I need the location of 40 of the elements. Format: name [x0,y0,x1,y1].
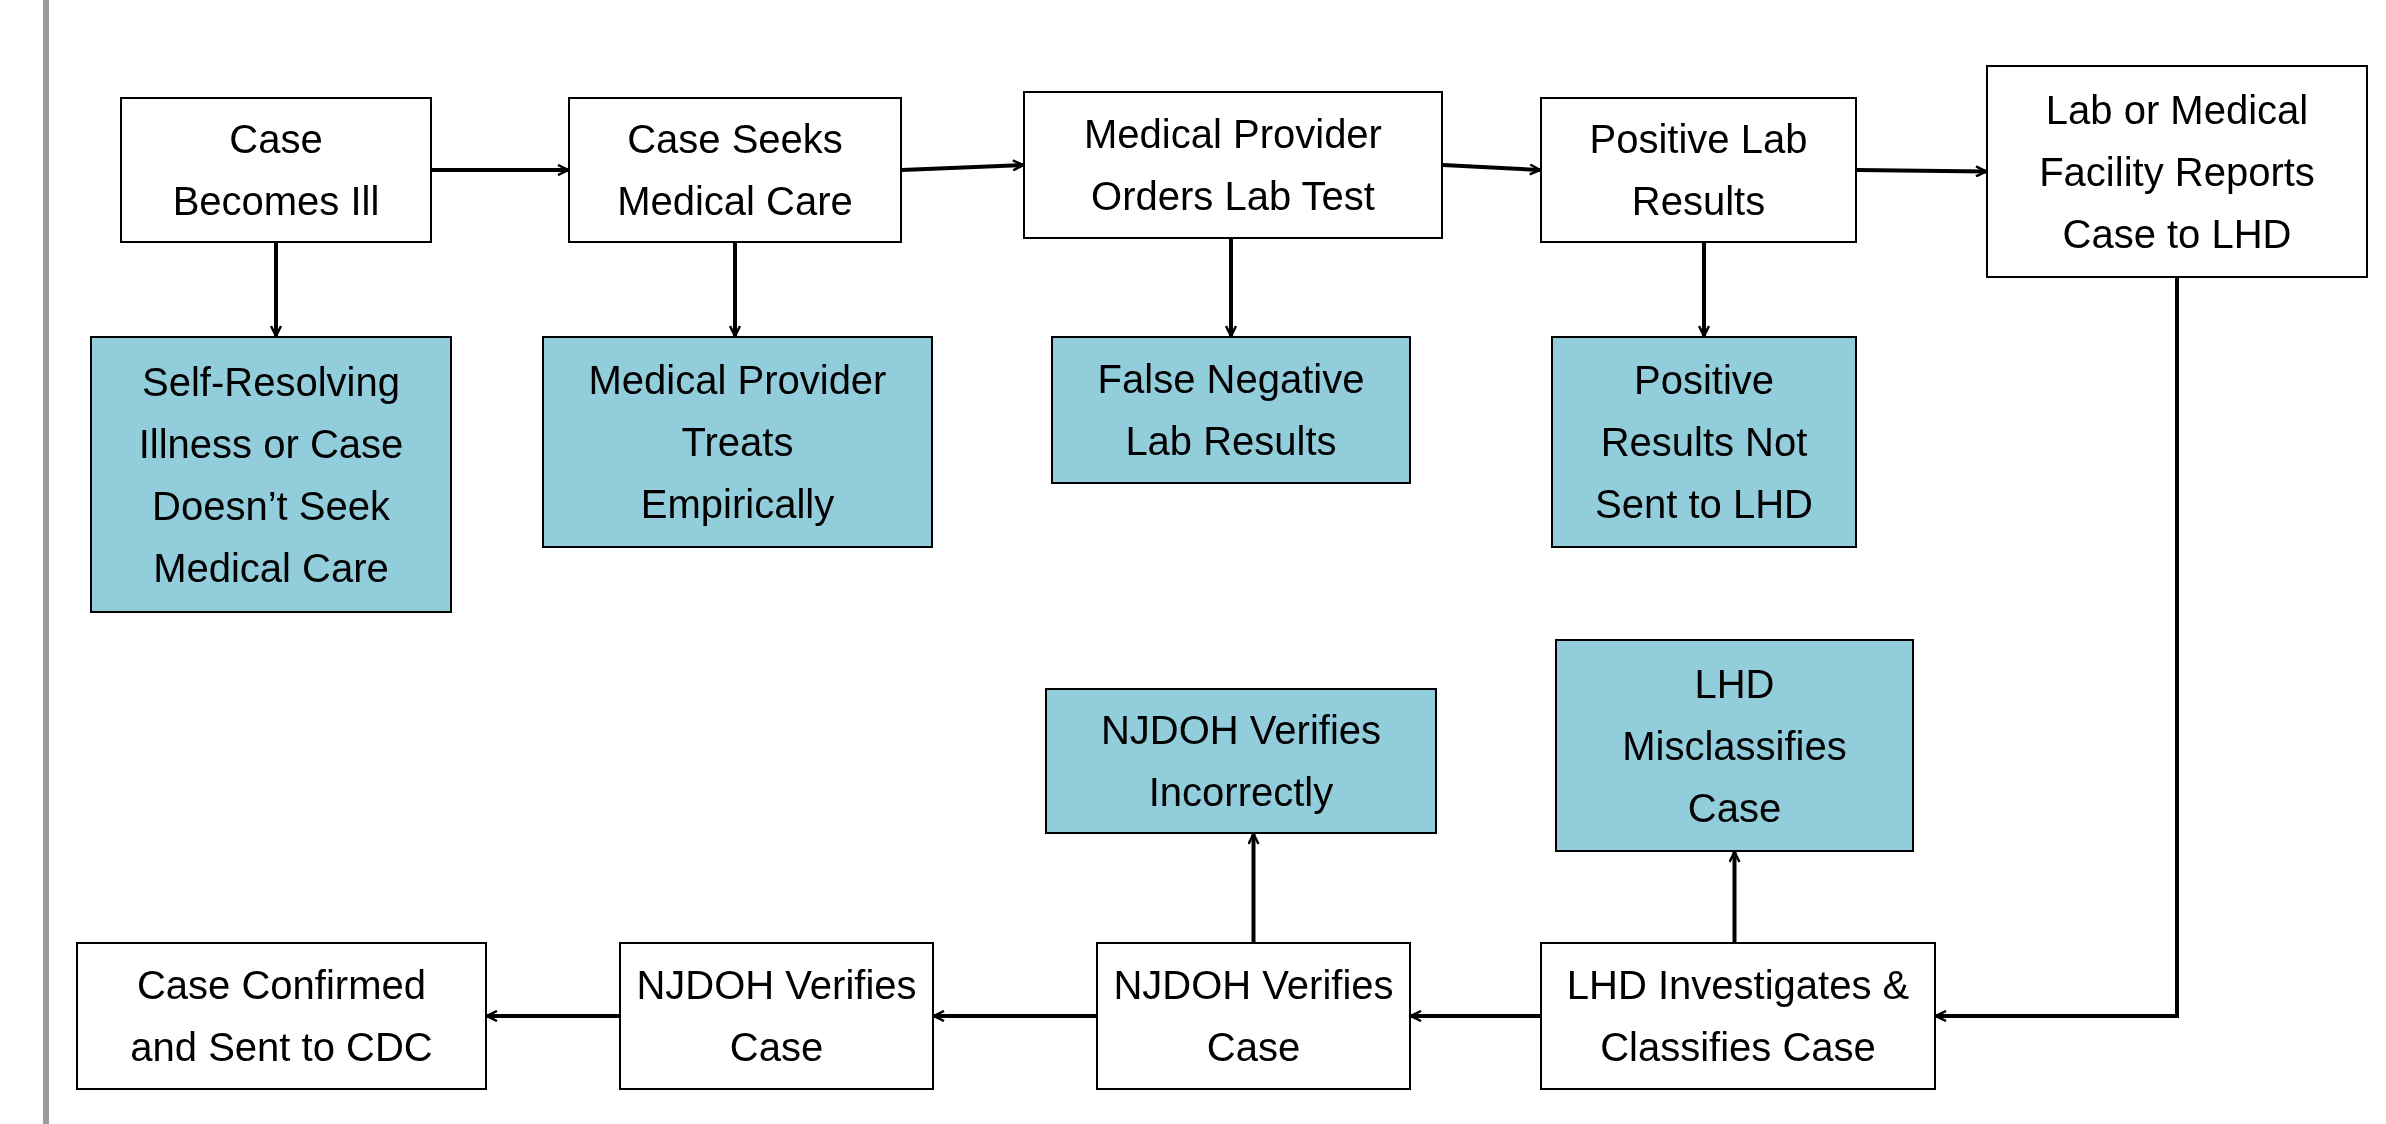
process-box [1986,65,2368,278]
outcome-box [1051,336,1411,484]
outcome-box [1551,336,1857,548]
box-label: LHD Misclassifies Case [1621,660,1848,832]
box-label: Case Becomes Ill [171,116,381,225]
process-box [1540,97,1857,243]
arrow [728,243,742,338]
box-label: NJDOH Verifies Case [635,962,918,1071]
arrow [1247,832,1260,942]
box-label: Case Confirmed and Sent to CDC [129,962,434,1071]
box-label: Positive Results Not Sent to LHD [1594,357,1814,528]
process-box [76,942,487,1090]
box-label: Lab or Medical Facility Reports Case to LHD [2038,86,2316,258]
process-box [568,97,902,243]
process-box [120,97,432,243]
arrow [432,163,570,177]
process-box [1540,942,1936,1090]
box-label: Medical Provider Orders Lab Test [1083,111,1383,220]
box-label: NJDOH Verifies Case [1112,962,1395,1071]
outcome-box [542,336,933,548]
box-label: False Negative Lab Results [1096,356,1366,465]
process-box [1096,942,1411,1090]
box-label: LHD Investigates & Classifies Case [1566,962,1910,1071]
arrow [1728,850,1741,942]
arrow [269,243,283,338]
arrow [1224,239,1238,338]
box-label: Case Seeks Medical Care [616,116,854,225]
outcome-box [90,336,452,613]
box-label: Medical Provider Treats Empirically [587,357,888,528]
arrow [1856,165,1988,178]
arrow [1697,243,1711,338]
process-box [1023,91,1443,239]
box-label: Positive Lab Results [1588,116,1809,225]
box-label: Self-Resolving Illness or Case Doesn’t Seek Medical Care [137,358,405,592]
arrow [1442,163,1542,176]
arrow [901,159,1025,172]
box-label: NJDOH Verifies Incorrectly [1099,707,1383,816]
outcome-box [1045,688,1437,834]
process-box [619,942,934,1090]
outcome-box [1555,639,1914,852]
